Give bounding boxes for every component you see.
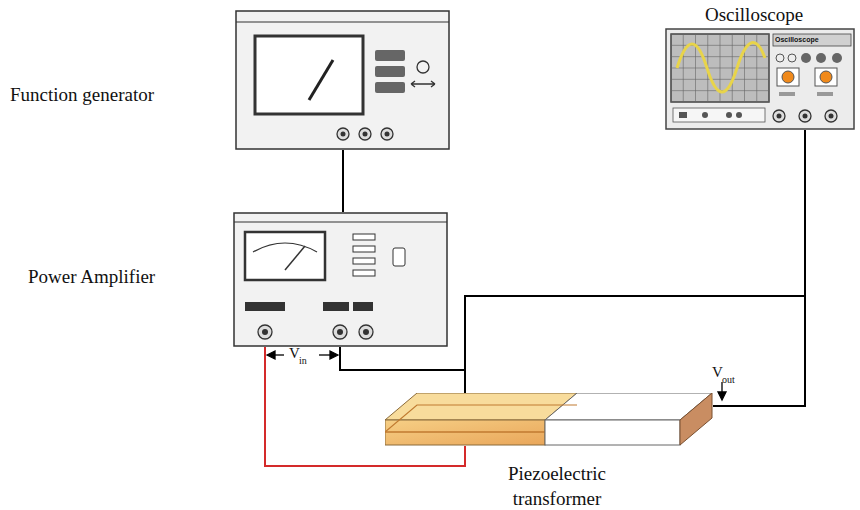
wire-line	[340, 347, 465, 393]
wire-line	[465, 130, 805, 393]
device-label: Piezoelectric transformer	[492, 462, 622, 510]
wire	[465, 130, 805, 393]
wire-line	[342, 150, 344, 212]
power-amplifier: Power Amplifier	[233, 212, 448, 347]
function-generator-drawing	[235, 10, 450, 150]
oscilloscope: OscilloscopeOscilloscope	[665, 28, 855, 130]
wire	[340, 347, 465, 393]
instrument-label: Power Amplifier	[28, 266, 155, 288]
wire-line	[713, 130, 805, 406]
oscilloscope-drawing	[665, 28, 855, 130]
piezoelectric-transformer-drawing	[385, 393, 713, 446]
instrument-label: Function generator	[10, 84, 154, 106]
power-amplifier-drawing	[233, 212, 448, 347]
piezoelectric-transformer: Piezoelectric transformer	[385, 393, 713, 446]
wire	[343, 150, 344, 212]
panel-label: Oscilloscope	[775, 36, 819, 44]
signal-name: V	[289, 346, 300, 361]
wire	[713, 130, 805, 406]
signal-name: V	[712, 365, 723, 380]
signal-subscript: out	[722, 375, 735, 385]
instrument-label: Oscilloscope	[705, 4, 803, 26]
signal-subscript: in	[299, 356, 307, 366]
function-generator: Function generator	[235, 10, 450, 150]
